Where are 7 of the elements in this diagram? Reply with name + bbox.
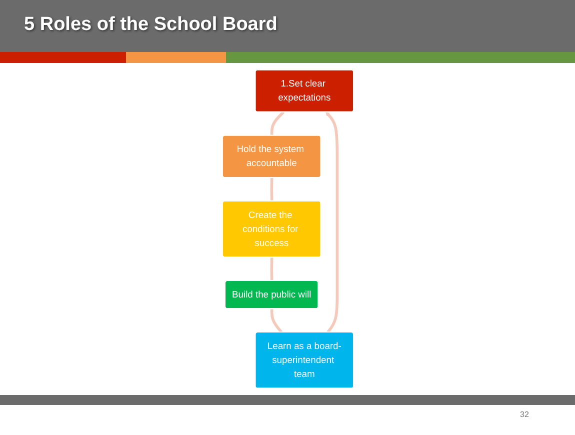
connector <box>270 257 273 281</box>
arrow <box>325 112 338 334</box>
connector <box>270 111 284 136</box>
slide-title: 5 Roles of the School Board <box>24 14 278 36</box>
connector <box>270 178 273 202</box>
connector <box>270 308 282 334</box>
page-number: 32 <box>520 410 529 419</box>
